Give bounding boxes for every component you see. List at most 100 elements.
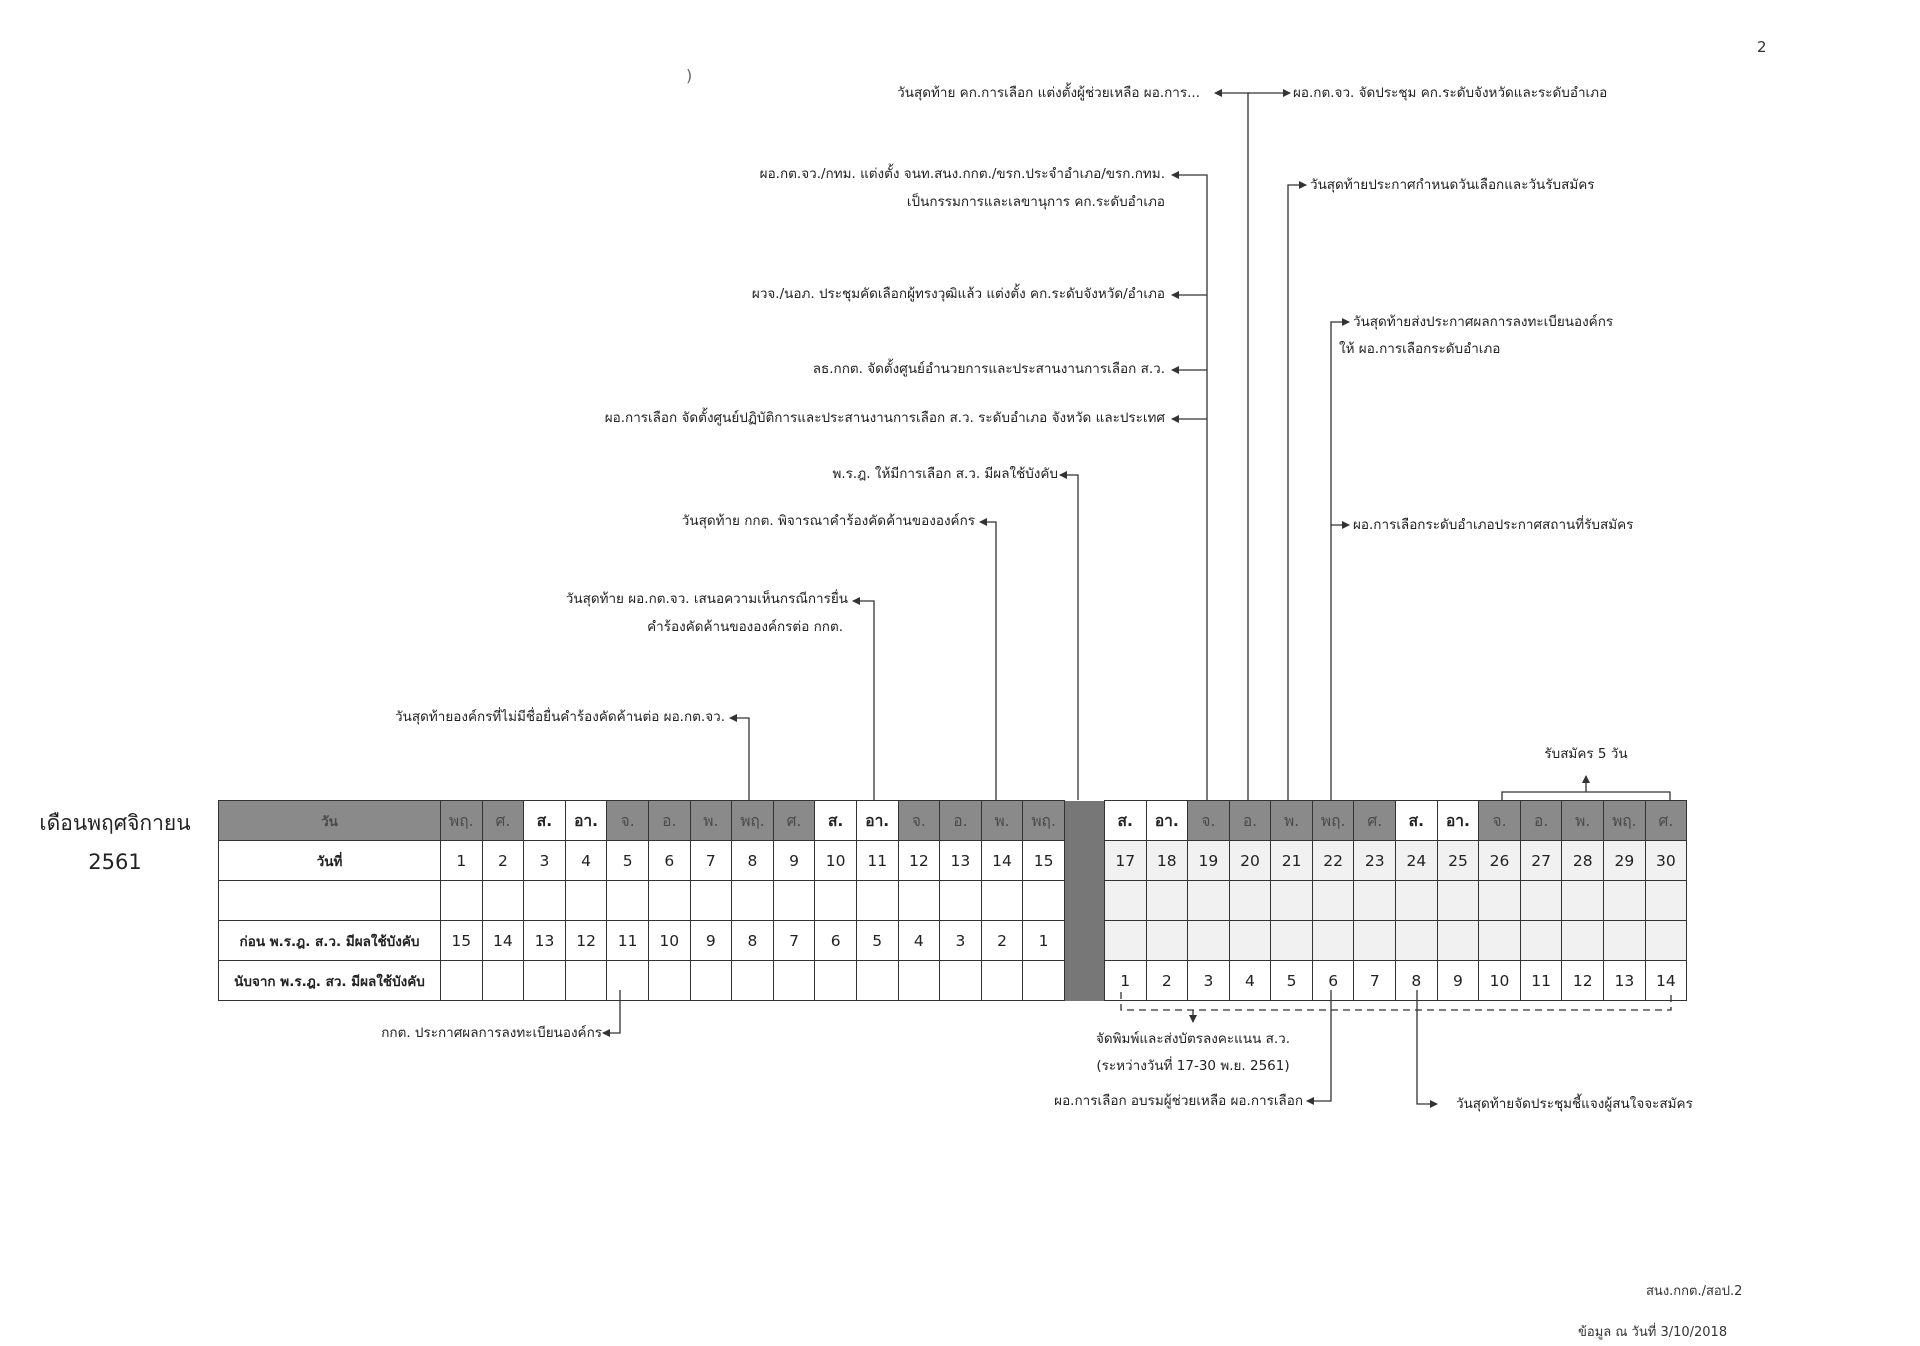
- after-count-cell: [689, 960, 733, 1001]
- before-count-cell: 12: [564, 920, 608, 961]
- gap-column: [1063, 800, 1105, 841]
- before-count-cell: 10: [647, 920, 691, 961]
- day-name: ส.: [814, 800, 857, 841]
- day-name: พฤ.: [1603, 800, 1646, 841]
- annotation-district-secretary-line2: เป็นกรรมการและเลขานุการ คก.ระดับอำเภอ: [906, 194, 1165, 210]
- before-count-cell: [1519, 920, 1563, 961]
- day-name: พ.: [980, 800, 1024, 841]
- before-count-cell: [1644, 920, 1688, 961]
- before-count-cell: 7: [772, 920, 816, 961]
- date-cell: 5: [606, 840, 649, 881]
- after-count-cell: 3: [1187, 960, 1230, 1001]
- before-count-cell: 5: [855, 920, 899, 961]
- before-count-cell: [1311, 920, 1355, 961]
- blank-cell: [1395, 880, 1438, 921]
- before-count-cell: 4: [897, 920, 941, 961]
- footer-date: ข้อมูล ณ วันที่ 3/10/2018: [1578, 1325, 1728, 1340]
- after-count-cell: [731, 960, 774, 1001]
- month-title-line2: 2561: [88, 850, 142, 874]
- day-name: อา.: [564, 800, 608, 841]
- annotation-objection-review: วันสุดท้าย กกต. พิจารณาคำร้องคัดค้านของอ…: [681, 513, 975, 529]
- annotation-assistant-appointment: วันสุดท้าย คก.การเลือก แต่งตั้งผู้ช่วยเห…: [897, 85, 1200, 101]
- date-cell: 19: [1187, 840, 1230, 881]
- date-cell: 13: [939, 840, 982, 881]
- date-cell: 1: [440, 840, 483, 881]
- date-cell: 12: [897, 840, 941, 881]
- annotation-operations-center: ผอ.การเลือก จัดตั้งศูนย์ปฏิบัติการและประ…: [604, 410, 1165, 426]
- before-count-cell: [1395, 920, 1438, 961]
- day-name: จ.: [606, 800, 649, 841]
- after-count-cell: 5: [1270, 960, 1313, 1001]
- date-cell: 27: [1519, 840, 1563, 881]
- header-label: วัน: [218, 800, 441, 841]
- date-cell: 21: [1270, 840, 1313, 881]
- day-name: พ.: [689, 800, 733, 841]
- gap-column: [1063, 880, 1105, 921]
- date-cell: 23: [1353, 840, 1397, 881]
- day-name: ส.: [1395, 800, 1438, 841]
- annotation-registration-announcement: กกต. ประกาศผลการลงทะเบียนองค์กร: [381, 1025, 602, 1041]
- date-cell: 4: [564, 840, 608, 881]
- day-name: ศ.: [1644, 800, 1688, 841]
- month-title: เดือนพฤศจิกายน 2561: [20, 804, 210, 882]
- annotation-district-secretary-line1: ผอ.กต.จว./กทม. แต่งตั้ง จนท.สนง.กกต./ขรก…: [759, 166, 1165, 182]
- blank-cell: [606, 880, 649, 921]
- after-count-cell: [440, 960, 483, 1001]
- gap-column: [1063, 920, 1105, 961]
- annotation-announce-dates: วันสุดท้ายประกาศกำหนดวันเลือกและวันรับสม…: [1310, 177, 1595, 193]
- day-name: พ.: [1270, 800, 1313, 841]
- blank-cell: [897, 880, 941, 921]
- date-cell: 6: [647, 840, 691, 881]
- annotation-coordination-center: ลธ.กกต. จัดตั้งศูนย์อำนวยการและประสานงาน…: [812, 361, 1165, 377]
- annotation-opinion-line2: คำร้องคัดค้านขององค์กรต่อ กกต.: [647, 619, 843, 635]
- date-cell: 28: [1561, 840, 1605, 881]
- after-count-cell: 2: [1145, 960, 1189, 1001]
- stray-mark: ): [686, 66, 693, 85]
- after-count-cell: [523, 960, 566, 1001]
- before-count-cell: [1187, 920, 1230, 961]
- day-name: อา.: [855, 800, 899, 841]
- day-name: อ.: [647, 800, 691, 841]
- after-count-cell: 13: [1603, 960, 1646, 1001]
- blank-cell: [772, 880, 816, 921]
- before-count-cell: 13: [523, 920, 566, 961]
- blank-cell: [1603, 880, 1646, 921]
- blank-cell: [564, 880, 608, 921]
- annotation-ballot-printing-line1: จัดพิมพ์และส่งบัตรลงคะแนน ส.ว.: [1095, 1031, 1291, 1047]
- before-count-cell: 1: [1022, 920, 1065, 961]
- after-count-cell: 12: [1561, 960, 1605, 1001]
- after-count-cell: 8: [1395, 960, 1438, 1001]
- after-count-cell: [481, 960, 525, 1001]
- annotation-application-location: ผอ.การเลือกระดับอำเภอประกาศสถานที่รับสมั…: [1353, 517, 1634, 533]
- after-label: นับจาก พ.ร.ฎ. สว. มีผลใช้บังคับ: [218, 960, 441, 1001]
- before-count-cell: [1270, 920, 1313, 961]
- after-count-cell: 11: [1519, 960, 1563, 1001]
- blank-cell: [1561, 880, 1605, 921]
- blank-cell: [523, 880, 566, 921]
- day-name: พ.: [1561, 800, 1605, 841]
- date-cell: 26: [1478, 840, 1521, 881]
- date-cell: 14: [980, 840, 1024, 881]
- date-cell: 22: [1311, 840, 1355, 881]
- blank-cell: [689, 880, 733, 921]
- annotation-registration-results-line1: วันสุดท้ายส่งประกาศผลการลงทะเบียนองค์กร: [1353, 314, 1614, 330]
- after-count-cell: [939, 960, 982, 1001]
- blank-cell: [647, 880, 691, 921]
- before-count-cell: [1228, 920, 1272, 961]
- annotation-opinion-line1: วันสุดท้าย ผอ.กต.จว. เสนอความเห็นกรณีการ…: [565, 591, 848, 607]
- blank-cell: [980, 880, 1024, 921]
- date-cell: 25: [1436, 840, 1480, 881]
- blank-cell: [1478, 880, 1521, 921]
- gap-column: [1063, 840, 1105, 881]
- day-name: พฤ.: [440, 800, 483, 841]
- annotation-five-day-application: รับสมัคร 5 วัน: [1544, 746, 1628, 762]
- before-count-cell: [1353, 920, 1397, 961]
- row-days: วันพฤ.ศ.ส.อา.จ.อ.พ.พฤ.ศ.ส.อา.จ.อ.พ.พฤ.ส.…: [218, 800, 1688, 841]
- date-cell: 11: [855, 840, 899, 881]
- day-name: ส.: [1103, 800, 1147, 841]
- blank-cell: [1187, 880, 1230, 921]
- blank-cell: [481, 880, 525, 921]
